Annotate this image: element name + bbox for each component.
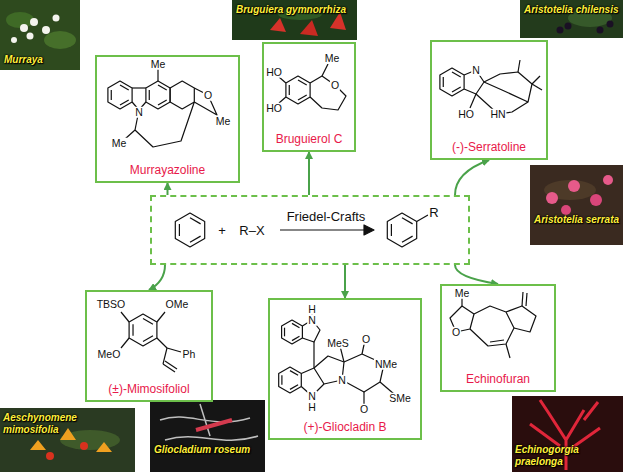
reaction-text: + bbox=[217, 224, 227, 237]
reaction-box: + R–X Friedel-Crafts R bbox=[150, 195, 470, 265]
species-label: Echinogorgia praelonga bbox=[515, 444, 619, 467]
compound-name: Bruguierol C bbox=[276, 133, 343, 146]
reaction-arrow bbox=[149, 265, 165, 290]
compound-name: (±)-Mimosifoliol bbox=[108, 383, 189, 396]
compound-name: Murrayazoline bbox=[130, 164, 205, 177]
atom-label: HN bbox=[489, 109, 506, 120]
atom-label: Me bbox=[150, 59, 167, 70]
atom-label: SMe bbox=[388, 393, 412, 404]
atom-label: HO bbox=[265, 103, 283, 114]
reaction-arrow bbox=[308, 152, 310, 195]
atom-label: OMe bbox=[165, 299, 190, 310]
atom-label: H bbox=[307, 402, 317, 413]
atom-label: O bbox=[203, 90, 213, 101]
atom-label: N bbox=[337, 375, 347, 386]
compound-name: (+)-Gliocladin B bbox=[303, 421, 386, 434]
atom-label: Me bbox=[454, 288, 471, 299]
species-label: Aristotelia chilensis bbox=[524, 4, 618, 16]
atom-label: TBSO bbox=[96, 299, 127, 310]
reaction-text: R bbox=[428, 206, 439, 219]
reaction-arrow bbox=[167, 183, 169, 195]
atom-label: N bbox=[307, 391, 317, 402]
compound-box: TBSO OMeMeO Ph (±)-Mimosifoliol bbox=[85, 290, 213, 402]
atom-label: O bbox=[361, 334, 371, 345]
atom-label: HO bbox=[457, 109, 475, 120]
atom-label: MeS bbox=[326, 338, 350, 349]
reaction-text: Friedel-Crafts bbox=[286, 210, 367, 223]
reaction-arrow bbox=[455, 265, 498, 284]
reaction-arrow bbox=[344, 265, 346, 298]
reaction-text: R–X bbox=[238, 224, 265, 237]
compound-box: NHMeSONMeNNHOSMe(+)-Gliocladin B bbox=[268, 298, 422, 440]
species-label: Murraya bbox=[4, 54, 43, 66]
compound-name: Echinofuran bbox=[466, 373, 530, 386]
species-label: Aristotelia serrata bbox=[534, 214, 619, 226]
compound-box: MeO Echinofuran bbox=[440, 284, 556, 392]
reaction-arrow bbox=[455, 160, 489, 195]
atom-label: O bbox=[359, 404, 369, 415]
atom-label: MeO bbox=[97, 349, 122, 360]
atom-label: NMe bbox=[374, 359, 398, 370]
atom-label: N bbox=[134, 107, 144, 118]
atom-label: HO bbox=[265, 67, 283, 78]
atom-label: Me bbox=[215, 116, 232, 127]
atom-label: Me bbox=[111, 138, 128, 149]
atom-label: N bbox=[307, 315, 317, 326]
structure-drawing bbox=[152, 197, 468, 263]
atom-label: H bbox=[307, 304, 317, 315]
atom-label: Ph bbox=[182, 349, 197, 360]
species-label: Gliocladium roseum bbox=[154, 444, 250, 456]
compound-name: (-)-Serratoline bbox=[452, 141, 526, 154]
compound-box: N HO HN (-)-Serratoline bbox=[430, 40, 548, 160]
compound-box: MeNMeOMeMurrayazoline bbox=[95, 55, 240, 183]
species-label: Aeschynomene mimosifolia bbox=[3, 412, 131, 435]
atom-label: O bbox=[330, 80, 340, 91]
atom-label: O bbox=[451, 327, 461, 338]
atom-label: Me bbox=[324, 53, 341, 64]
compound-box: HO MeHO O Bruguierol C bbox=[262, 42, 356, 152]
species-label: Bruguiera gymnorrhiza bbox=[236, 4, 346, 16]
atom-label: N bbox=[471, 65, 481, 76]
